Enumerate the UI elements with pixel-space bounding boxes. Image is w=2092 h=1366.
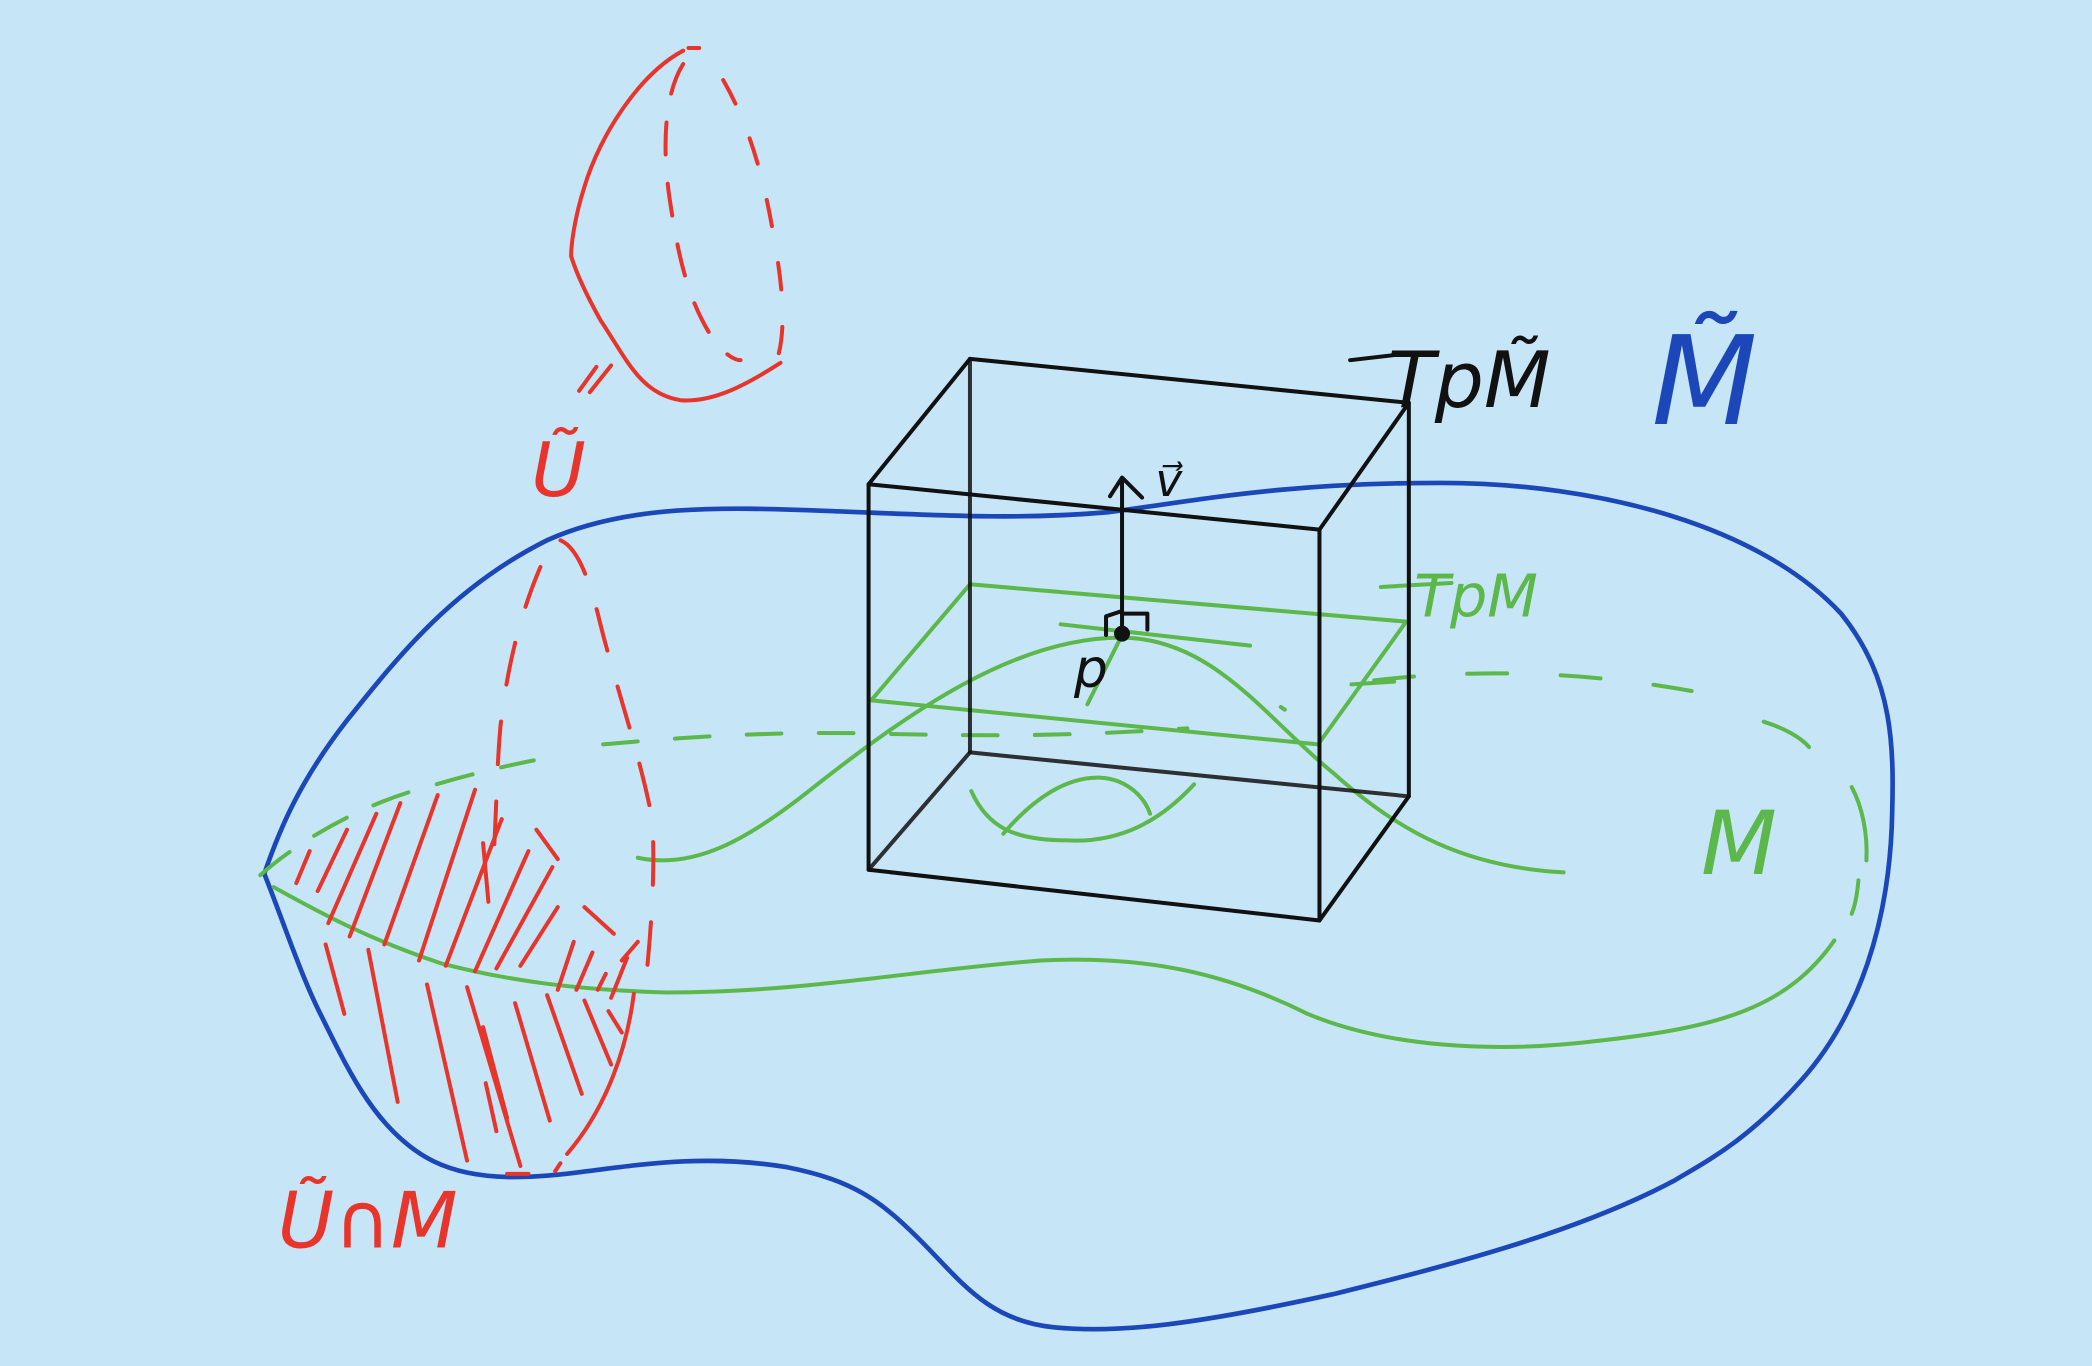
tangent-plane-TpM <box>869 580 1454 747</box>
label-ambient-manifold: M̃ <box>1652 310 1758 453</box>
label-intersection: Ũ∩M <box>278 1176 458 1266</box>
intersection-hatching <box>294 787 640 1168</box>
label-tangent-space: TpM <box>1414 562 1538 630</box>
ambient-tangent-box <box>866 351 1411 923</box>
point-p <box>1114 625 1131 642</box>
submanifold-curves <box>258 635 1869 1049</box>
normal-vector <box>1104 475 1150 637</box>
ambient-manifold-outline <box>261 480 1895 1332</box>
neighborhood-U <box>491 46 785 1176</box>
label-submanifold: M <box>1701 792 1777 895</box>
label-neighborhood: Ũ <box>531 427 586 514</box>
label-point: p <box>1073 637 1108 700</box>
label-ambient-tangent-space: TpM̃ <box>1388 336 1551 426</box>
label-normal-vector: v⃗ <box>1155 454 1183 507</box>
